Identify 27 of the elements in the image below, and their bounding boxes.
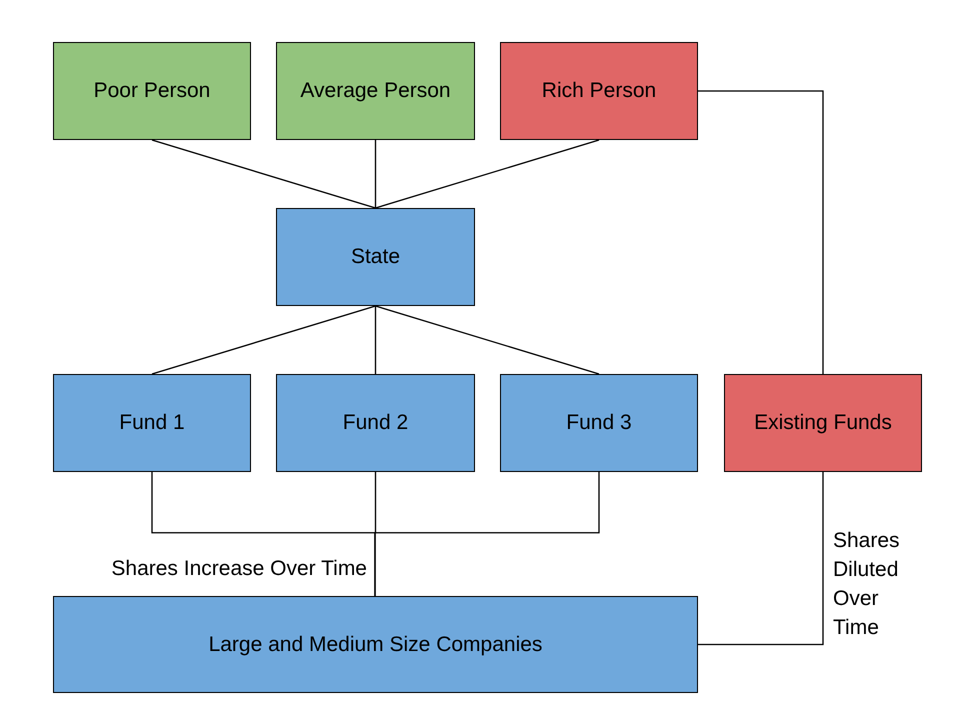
box-label: Fund 2 — [342, 411, 408, 435]
connector-line — [152, 139, 376, 209]
connector-line — [374, 140, 376, 208]
box-label: Fund 3 — [566, 411, 632, 435]
process-box — [53, 374, 251, 472]
process-box — [53, 596, 698, 693]
connector-line — [698, 472, 824, 646]
process-box — [276, 374, 475, 472]
process-box — [276, 42, 475, 140]
process-box — [500, 42, 698, 140]
process-box — [500, 374, 698, 472]
box-label: Poor Person — [94, 79, 210, 103]
process-box — [53, 42, 251, 140]
connector-line — [375, 139, 600, 209]
box-label: Existing Funds — [754, 411, 892, 435]
connector-line — [698, 90, 824, 374]
box-label: Rich Person — [542, 79, 656, 103]
connector-line — [375, 305, 600, 375]
process-box — [276, 208, 475, 306]
box-label: State — [350, 245, 400, 269]
connector-line — [152, 305, 376, 375]
box-label: Fund 1 — [119, 411, 185, 435]
connector-line — [374, 306, 376, 374]
box-label: Average Person — [300, 79, 451, 103]
connector-line — [374, 472, 600, 596]
process-box — [724, 374, 922, 472]
box-label: Large and Medium Size Companies — [208, 632, 542, 656]
